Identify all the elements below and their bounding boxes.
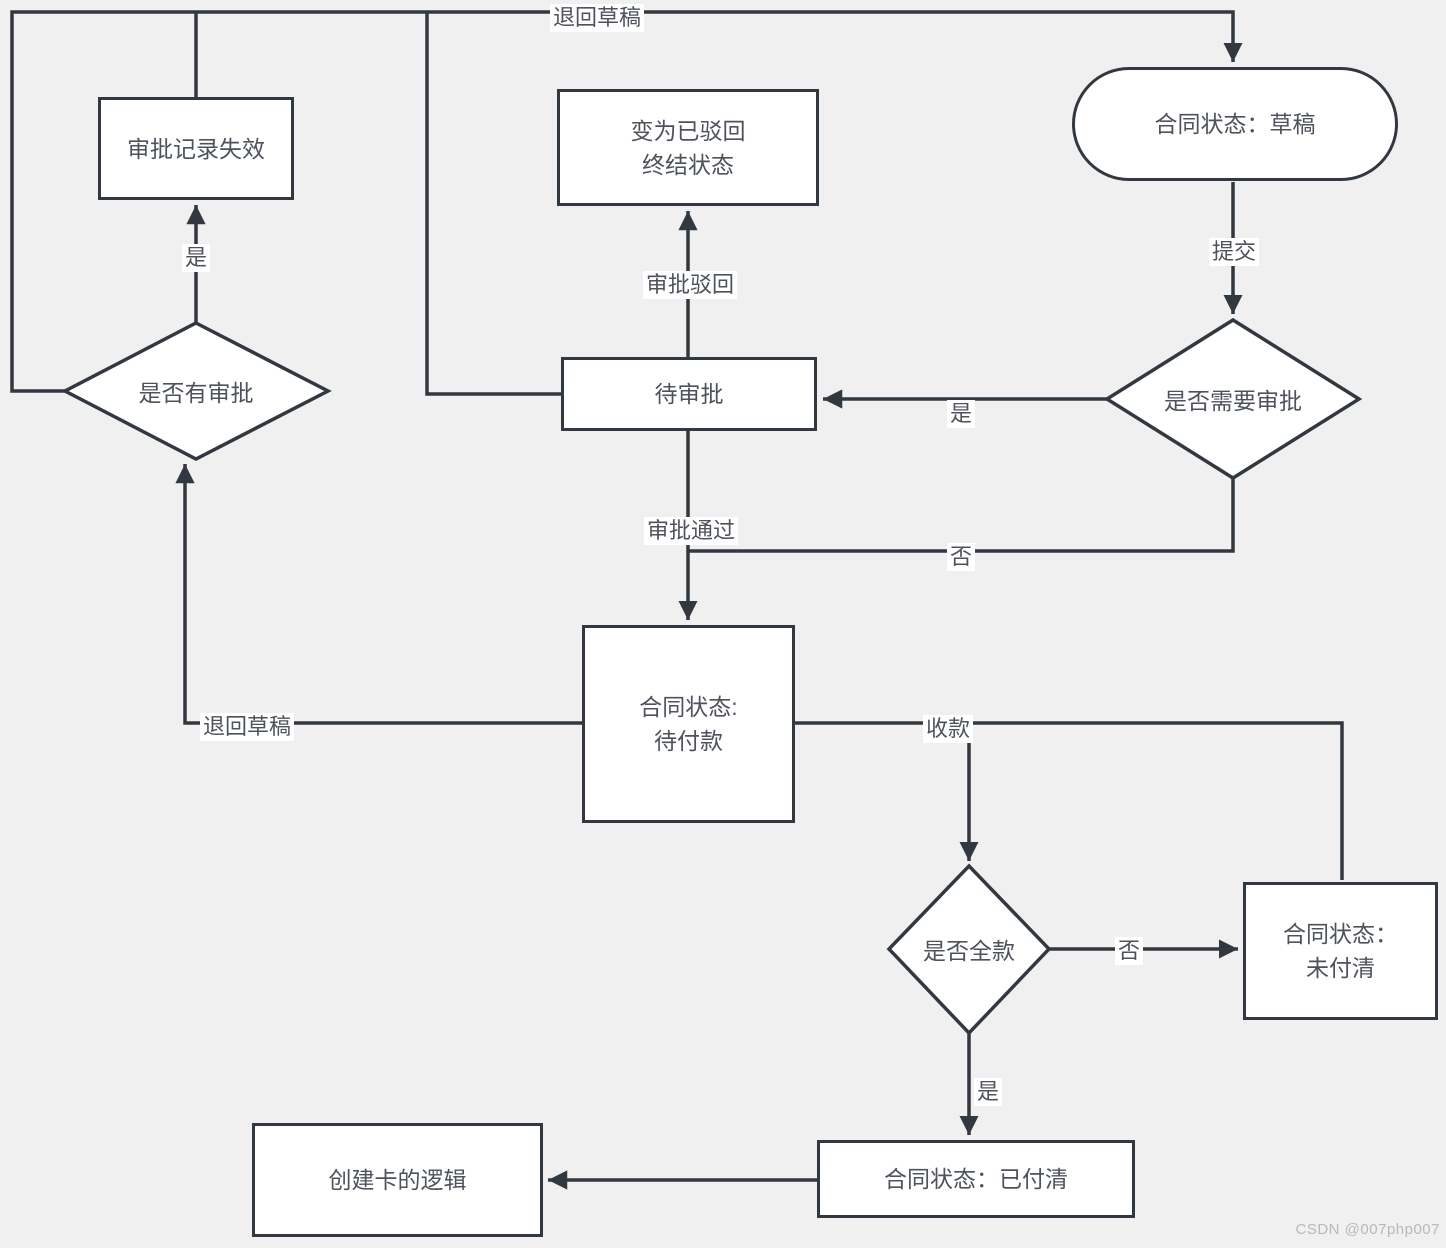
edge-label-submit: 提交 [1208, 238, 1260, 266]
node-record-invalid: 审批记录失效 [98, 97, 294, 200]
node-need-approval-label: 是否需要审批 [1164, 388, 1302, 414]
edge-label-full-yes: 是 [973, 1078, 1003, 1106]
node-pending-approval-label: 待审批 [654, 381, 724, 407]
node-full-payment-shape [886, 863, 1052, 1036]
node-need-approval-shape [1103, 317, 1363, 481]
node-pending-approval: 待审批 [561, 357, 817, 431]
node-rejected-terminal-line2: 终结状态 [642, 151, 734, 178]
edge-return-draft-top [10, 10, 1243, 393]
edge-pending-approval-to-rail [425, 12, 561, 396]
edge-label-return-draft-top: 退回草稿 [549, 4, 645, 32]
node-create-card: 创建卡的逻辑 [252, 1123, 543, 1237]
node-unpaid-line2: 未付清 [1306, 955, 1375, 981]
node-pending-payment-line1: 合同状态: [639, 694, 738, 720]
edge-need-no [688, 478, 1235, 553]
node-pending-payment: 合同状态: 待付款 [582, 625, 795, 823]
node-full-payment-label: 是否全款 [923, 938, 1015, 964]
node-rejected-terminal-line1: 变为已驳回 [630, 117, 746, 144]
edge-label-approval-rejected: 审批驳回 [642, 271, 738, 299]
edge-label-need-no: 否 [946, 543, 976, 571]
edge-label-need-yes: 是 [946, 400, 976, 428]
node-contract-draft: 合同状态：草稿 [1072, 67, 1398, 181]
node-paid: 合同状态：已付清 [817, 1140, 1135, 1218]
edge-label-full-no: 否 [1114, 937, 1144, 965]
node-unpaid-line1: 合同状态： [1283, 921, 1398, 947]
edge-receive-rail [795, 721, 1344, 880]
watermark-text: CSDN @007php007 [1295, 1221, 1440, 1238]
node-create-card-label: 创建卡的逻辑 [328, 1167, 467, 1193]
node-unpaid: 合同状态： 未付清 [1243, 882, 1438, 1020]
edge-label-return-draft-left: 退回草稿 [199, 713, 295, 741]
node-contract-draft-label: 合同状态：草稿 [1154, 111, 1316, 137]
edge-return-draft-left [175, 464, 582, 725]
edge-label-has-yes: 是 [181, 244, 211, 272]
edge-label-approval-passed: 审批通过 [643, 517, 739, 545]
edge-label-receive-payment: 收款 [922, 715, 974, 743]
node-rejected-terminal: 变为已驳回 终结状态 [557, 89, 819, 206]
node-has-approval-label: 是否有审批 [138, 380, 254, 406]
node-paid-label: 合同状态：已付清 [884, 1166, 1068, 1192]
node-record-invalid-label: 审批记录失效 [127, 135, 265, 162]
node-pending-payment-line2: 待付款 [654, 728, 723, 754]
node-has-approval-shape [61, 321, 332, 461]
